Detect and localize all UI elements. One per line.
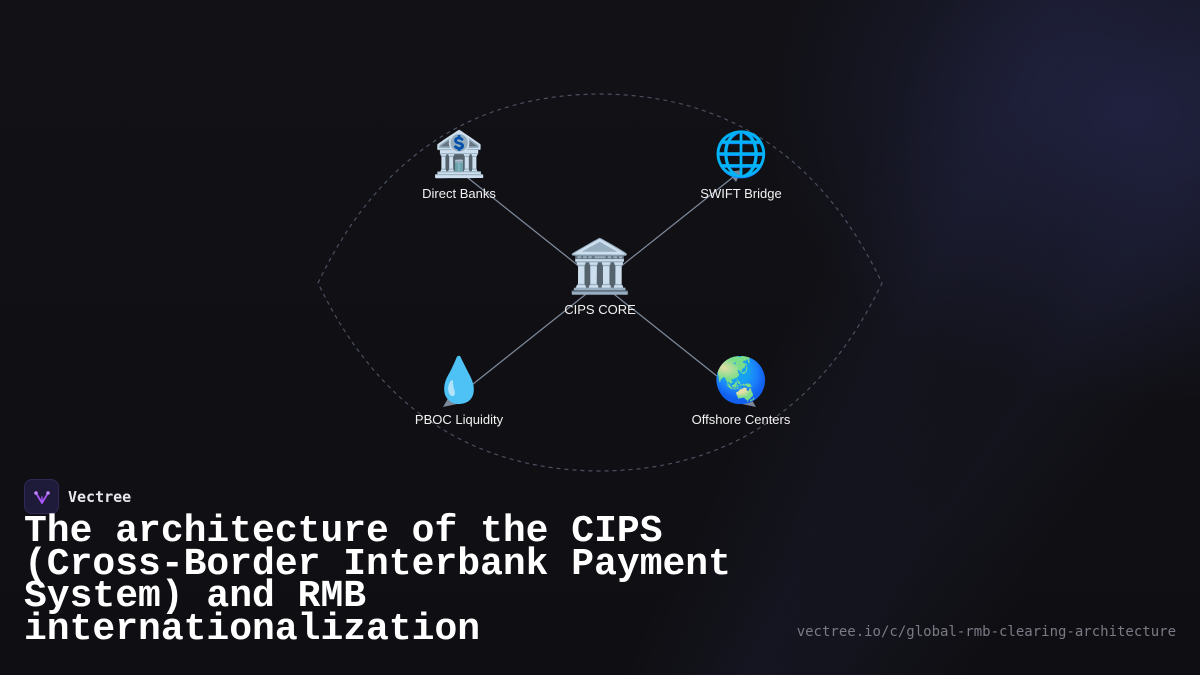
connector-offshore-centers bbox=[599, 282, 743, 397]
node-direct-banks[interactable]: 🏦 Direct Banks bbox=[379, 129, 539, 202]
node-label-swift-bridge: SWIFT Bridge bbox=[700, 186, 782, 201]
arrowhead-pboc-liquidity bbox=[443, 395, 457, 407]
droplet-icon: 💧 bbox=[431, 355, 487, 406]
node-cips-core[interactable]: 🏛️ CIPS CORE bbox=[520, 238, 680, 317]
node-swift-bridge[interactable]: 🌐 SWIFT Bridge bbox=[661, 129, 821, 202]
vectree-logo-icon bbox=[24, 479, 59, 514]
node-offshore-centers[interactable]: 🌏 Offshore Centers bbox=[661, 355, 821, 428]
node-label-cips-core: CIPS CORE bbox=[564, 302, 636, 317]
globe-asia-australia-icon: 🌏 bbox=[713, 355, 769, 406]
outline-lens bbox=[317, 93, 883, 472]
source-url[interactable]: vectree.io/c/global-rmb-clearing-archite… bbox=[796, 624, 1176, 640]
node-label-direct-banks: Direct Banks bbox=[422, 186, 496, 201]
page-title: The architecture of the CIPS (Cross-Bord… bbox=[24, 510, 731, 651]
node-label-offshore-centers: Offshore Centers bbox=[691, 412, 791, 427]
brand-name: Vectree bbox=[68, 487, 132, 506]
arrowhead-offshore-centers bbox=[742, 395, 756, 407]
connector-swift-bridge bbox=[599, 169, 743, 284]
classical-building-icon: 🏛️ bbox=[567, 237, 633, 297]
connector-pboc-liquidity bbox=[457, 282, 601, 397]
connector-direct-banks bbox=[457, 169, 601, 284]
brand[interactable]: Vectree bbox=[24, 479, 131, 514]
globe-meridians-icon: 🌐 bbox=[713, 129, 769, 180]
arrowhead-swift-bridge bbox=[728, 170, 742, 182]
node-label-pboc-liquidity: PBOC Liquidity bbox=[414, 412, 504, 427]
node-pboc-liquidity[interactable]: 💧 PBOC Liquidity bbox=[379, 355, 539, 428]
bank-icon: 🏦 bbox=[431, 129, 487, 180]
